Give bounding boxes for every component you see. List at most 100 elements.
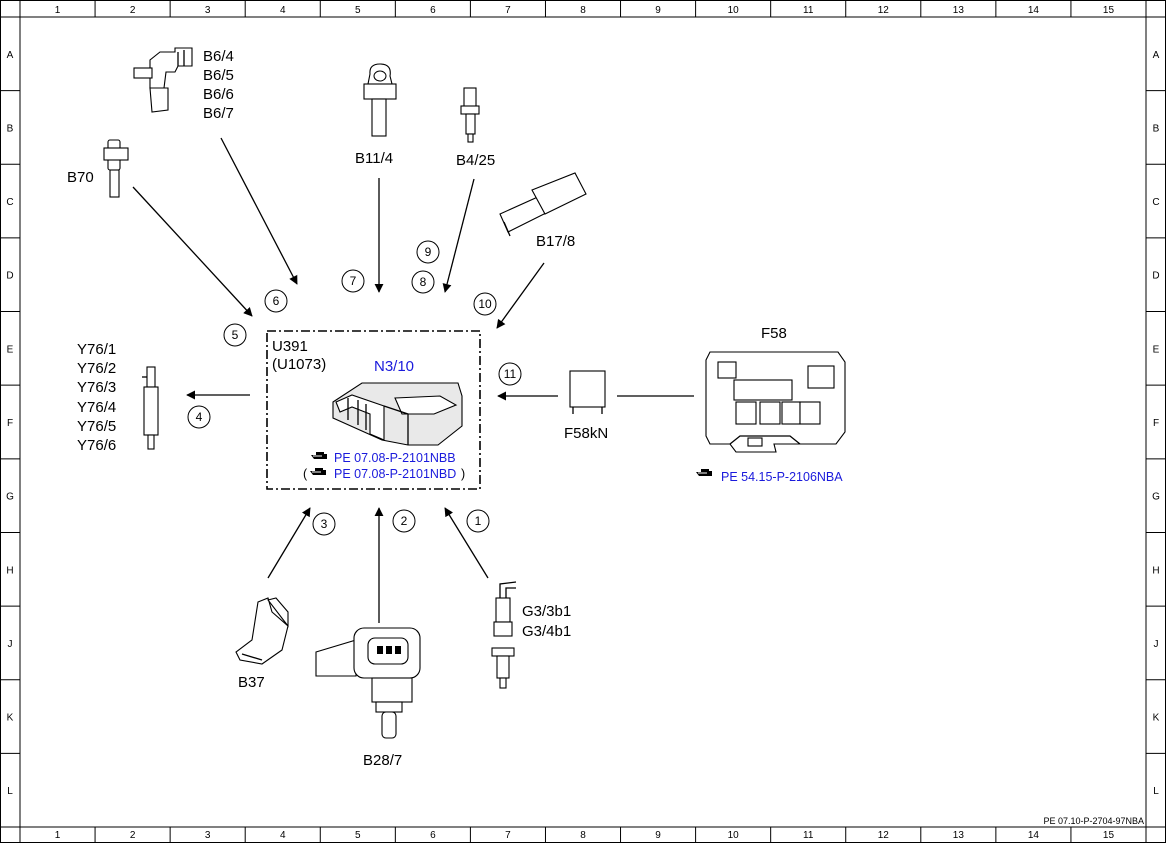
arrow-b17-8 — [496, 262, 545, 329]
b28-7-label: B28/7 — [363, 752, 402, 769]
pressure-sensor-icon — [460, 87, 480, 143]
control-unit-n3-10[interactable]: U391 (U1073) N3/10 PE 07.08-P-2101NBB ( … — [266, 330, 481, 490]
grid-row-label: L — [7, 786, 13, 797]
pedal-sensor-icon — [235, 597, 289, 665]
signal-circle-11: 11 — [498, 362, 522, 386]
g3-label-2: G3/4b1 — [522, 623, 571, 640]
signal-circle-6: 6 — [264, 289, 288, 313]
pointing-hand-icon — [310, 451, 328, 460]
grid-column-label: 12 — [878, 5, 890, 16]
component-b37[interactable]: B37 — [235, 597, 289, 691]
svg-text:1: 1 — [475, 514, 482, 528]
pointing-hand-icon — [695, 468, 713, 477]
arrow-b4-25 — [442, 178, 475, 293]
arrow-b37 — [267, 507, 311, 579]
component-b28-7[interactable]: B28/7 — [315, 627, 421, 769]
ref-open-paren: ( — [303, 467, 308, 481]
grid-column-label: 15 — [1103, 5, 1115, 16]
ref-link-1-label: PE 07.08-P-2101NBB — [334, 451, 456, 465]
ref-link-1[interactable]: PE 07.08-P-2101NBB — [310, 451, 456, 465]
y76-label-5: Y76/5 — [77, 418, 116, 435]
b70-label: B70 — [67, 169, 94, 186]
component-b6[interactable]: B6/4 B6/5 B6/6 B6/7 — [133, 47, 234, 122]
y76-label-6: Y76/6 — [77, 437, 116, 454]
grid-column-label: 4 — [280, 5, 286, 16]
grid-column-label: 9 — [655, 5, 661, 16]
oxygen-sensor-icon — [491, 581, 517, 689]
grid-column-label: 13 — [953, 830, 965, 841]
group-code-alt-label: (U1073) — [272, 356, 326, 373]
component-b11-4[interactable]: B11/4 — [355, 63, 397, 167]
component-f58kn[interactable]: F58kN — [564, 370, 608, 442]
grid-column-label: 7 — [505, 5, 511, 16]
svg-text:4: 4 — [196, 410, 203, 424]
f58-ref-link[interactable]: PE 54.15-P-2106NBA — [695, 468, 843, 484]
signal-circle-4: 4 — [187, 405, 211, 429]
grid-row-label: E — [7, 344, 14, 355]
grid-column-label: 4 — [280, 830, 286, 841]
f58-ref-label: PE 54.15-P-2106NBA — [721, 470, 843, 484]
grid-row-label: F — [1153, 418, 1159, 429]
injector-icon — [142, 366, 159, 450]
grid-column-label: 10 — [728, 830, 740, 841]
y76-label-2: Y76/2 — [77, 360, 116, 377]
b11-4-label: B11/4 — [355, 150, 393, 167]
component-y76[interactable]: Y76/1 Y76/2 Y76/3 Y76/4 Y76/5 Y76/6 — [77, 341, 159, 454]
f58kn-label: F58kN — [564, 425, 608, 442]
grid-column-label: 11 — [803, 830, 814, 841]
b4-25-label: B4/25 — [456, 152, 495, 169]
grid-row-label: K — [1153, 713, 1160, 724]
grid-column-label: 15 — [1103, 830, 1115, 841]
grid-row-label: D — [6, 271, 13, 282]
grid-column-label: 5 — [355, 830, 361, 841]
svg-text:6: 6 — [273, 294, 280, 308]
grid-column-label: 3 — [205, 830, 211, 841]
arrow-g3 — [444, 507, 489, 579]
signal-circle-10: 10 — [473, 292, 497, 316]
component-f58[interactable]: F58 PE 54.15-P-2106NBA — [695, 325, 846, 484]
grid-row-label: J — [1154, 639, 1159, 650]
grid-column-label: 3 — [205, 5, 211, 16]
component-g3[interactable]: G3/3b1 G3/4b1 — [491, 581, 571, 689]
signal-circle-1: 1 — [466, 509, 490, 533]
group-code-label: U391 — [272, 338, 308, 355]
grid-row-label: A — [7, 50, 14, 61]
signal-circle-5: 5 — [223, 323, 247, 347]
component-b70[interactable]: B70 — [67, 139, 129, 198]
component-b4-25[interactable]: B4/25 — [456, 87, 495, 169]
grid-column-label: 2 — [130, 5, 136, 16]
component-b17-8[interactable]: B17/8 — [499, 172, 587, 250]
boost-pressure-sensor-icon — [315, 627, 421, 739]
grid-column-label: 1 — [55, 5, 61, 16]
air-temperature-sensor-icon — [499, 172, 587, 237]
grid-row-label: A — [1153, 50, 1160, 61]
grid-column-label: 6 — [430, 830, 436, 841]
grid-row-label: B — [1153, 123, 1160, 134]
signal-circle-8: 8 — [411, 270, 435, 294]
grid-column-label: 5 — [355, 5, 361, 16]
signal-circle-2: 2 — [392, 509, 416, 533]
grid-row-label: B — [7, 123, 14, 134]
grid-row-label: C — [1152, 197, 1159, 208]
svg-text:10: 10 — [478, 297, 492, 311]
signal-circle-7: 7 — [341, 269, 365, 293]
g3-label-1: G3/3b1 — [522, 603, 571, 620]
grid-row-label: C — [6, 197, 13, 208]
signal-circle-9: 9 — [416, 240, 440, 264]
b6-label-4: B6/7 — [203, 105, 234, 122]
svg-text:8: 8 — [420, 275, 427, 289]
svg-text:3: 3 — [321, 517, 328, 531]
grid-column-label: 11 — [803, 5, 814, 16]
y76-label-4: Y76/4 — [77, 399, 116, 416]
b6-label-2: B6/5 — [203, 67, 234, 84]
control-unit-label: N3/10 — [374, 358, 414, 375]
relay-icon — [569, 370, 606, 414]
signal-numbers: 1 2 3 4 5 6 7 8 9 10 11 — [187, 240, 522, 536]
ref-close-paren: ) — [461, 467, 465, 481]
signal-arrows — [132, 137, 694, 623]
ref-link-2[interactable]: ( PE 07.08-P-2101NBD ) — [303, 467, 465, 481]
b6-label-3: B6/6 — [203, 86, 234, 103]
document-code: PE 07.10-P-2704-97NBA — [1043, 816, 1144, 826]
